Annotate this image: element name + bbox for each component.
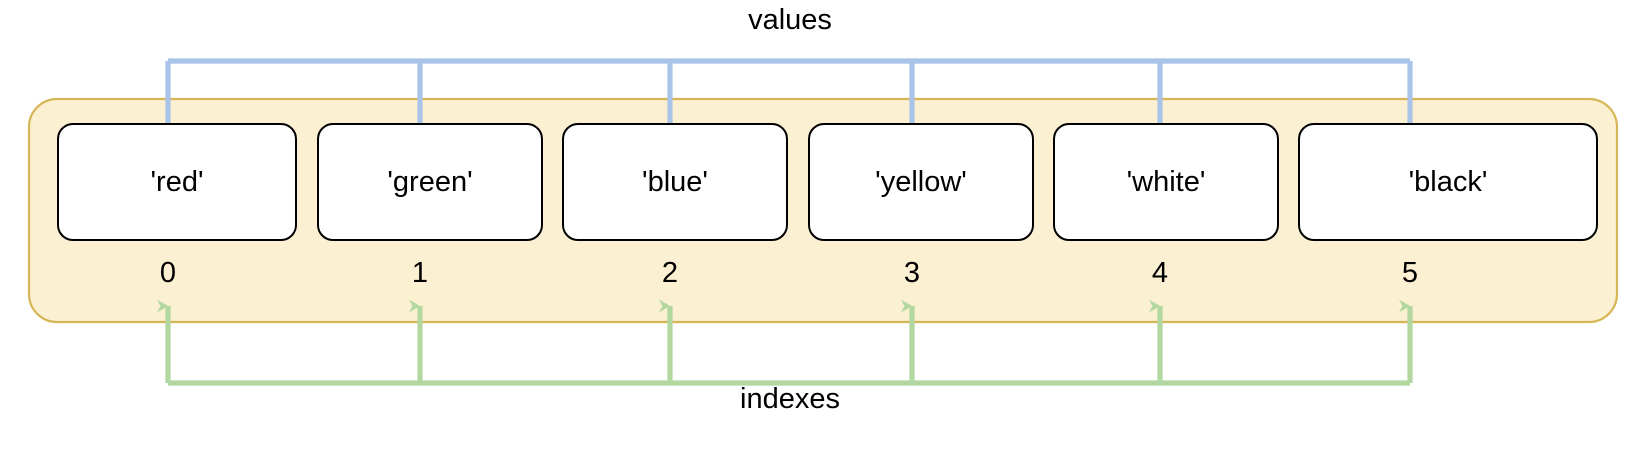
indexes-label: indexes (740, 383, 840, 415)
array-cell-value-3: 'yellow' (875, 165, 967, 198)
array-cell-2[interactable]: 'blue' (562, 123, 788, 241)
array-cell-value-2: 'blue' (642, 165, 708, 198)
values-label: values (748, 4, 832, 36)
array-index-0: 0 (159, 257, 177, 289)
array-cell-4[interactable]: 'white' (1053, 123, 1279, 241)
array-index-5: 5 (1401, 257, 1419, 289)
array-index-1: 1 (411, 257, 429, 289)
array-cell-value-4: 'white' (1126, 165, 1206, 198)
array-index-3: 3 (903, 257, 921, 289)
array-cell-value-1: 'green' (387, 165, 473, 198)
array-cell-5[interactable]: 'black' (1298, 123, 1598, 241)
array-index-4: 4 (1151, 257, 1169, 289)
array-cell-0[interactable]: 'red' (57, 123, 297, 241)
array-cell-value-5: 'black' (1408, 165, 1488, 198)
array-cell-3[interactable]: 'yellow' (808, 123, 1034, 241)
array-index-2: 2 (661, 257, 679, 289)
indexes-connectors (157, 299, 1413, 386)
array-cell-value-0: 'red' (150, 165, 204, 198)
array-cell-1[interactable]: 'green' (317, 123, 543, 241)
